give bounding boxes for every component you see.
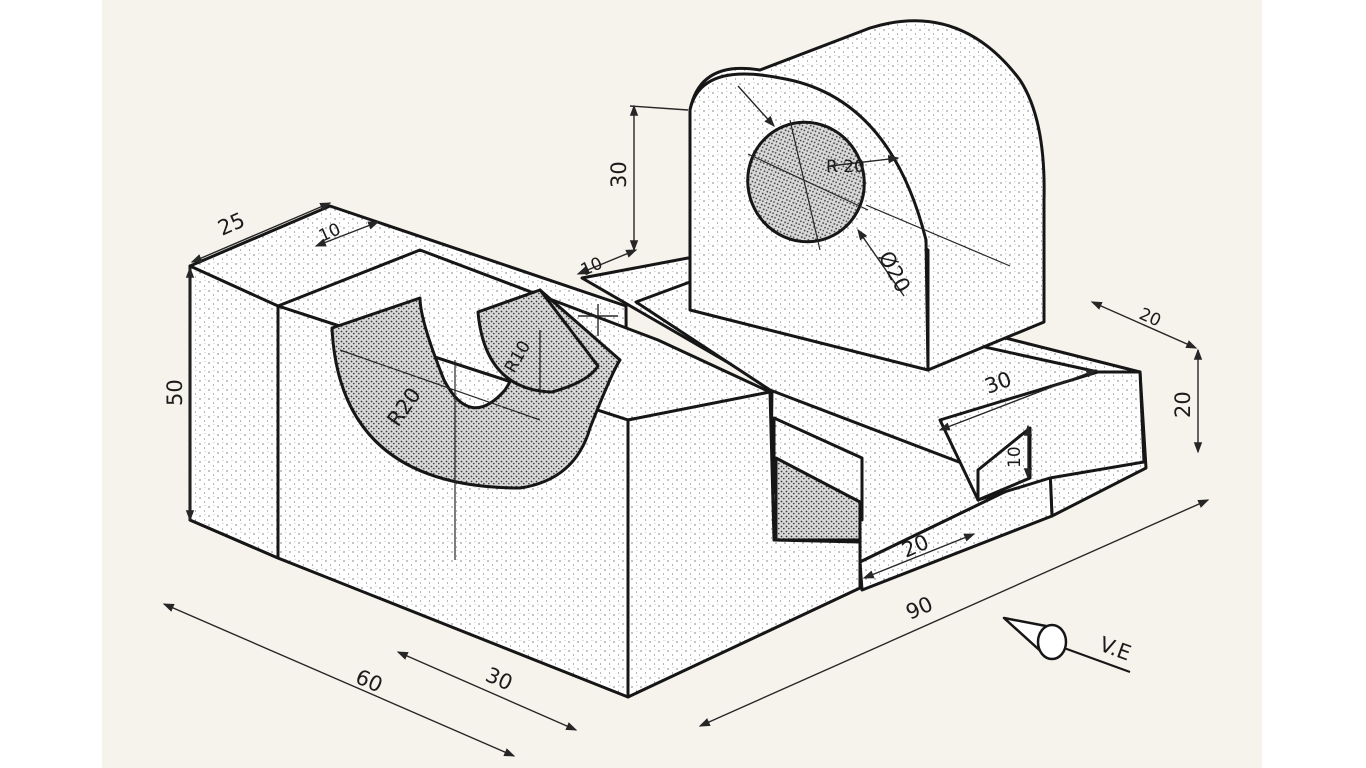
u-block: [188, 204, 862, 699]
hole-circle: [746, 120, 866, 244]
dim-50: 50: [163, 379, 187, 406]
dim-r20-hole: R 20: [826, 157, 865, 177]
dim-20-right: 20: [1171, 391, 1195, 418]
upright-block: [688, 19, 1046, 372]
dim-30-upright: 30: [607, 161, 631, 188]
dimension-lines: [162, 85, 1210, 757]
dim-10-step: 10: [1005, 446, 1025, 468]
view-direction-arrow: [1002, 616, 1131, 673]
